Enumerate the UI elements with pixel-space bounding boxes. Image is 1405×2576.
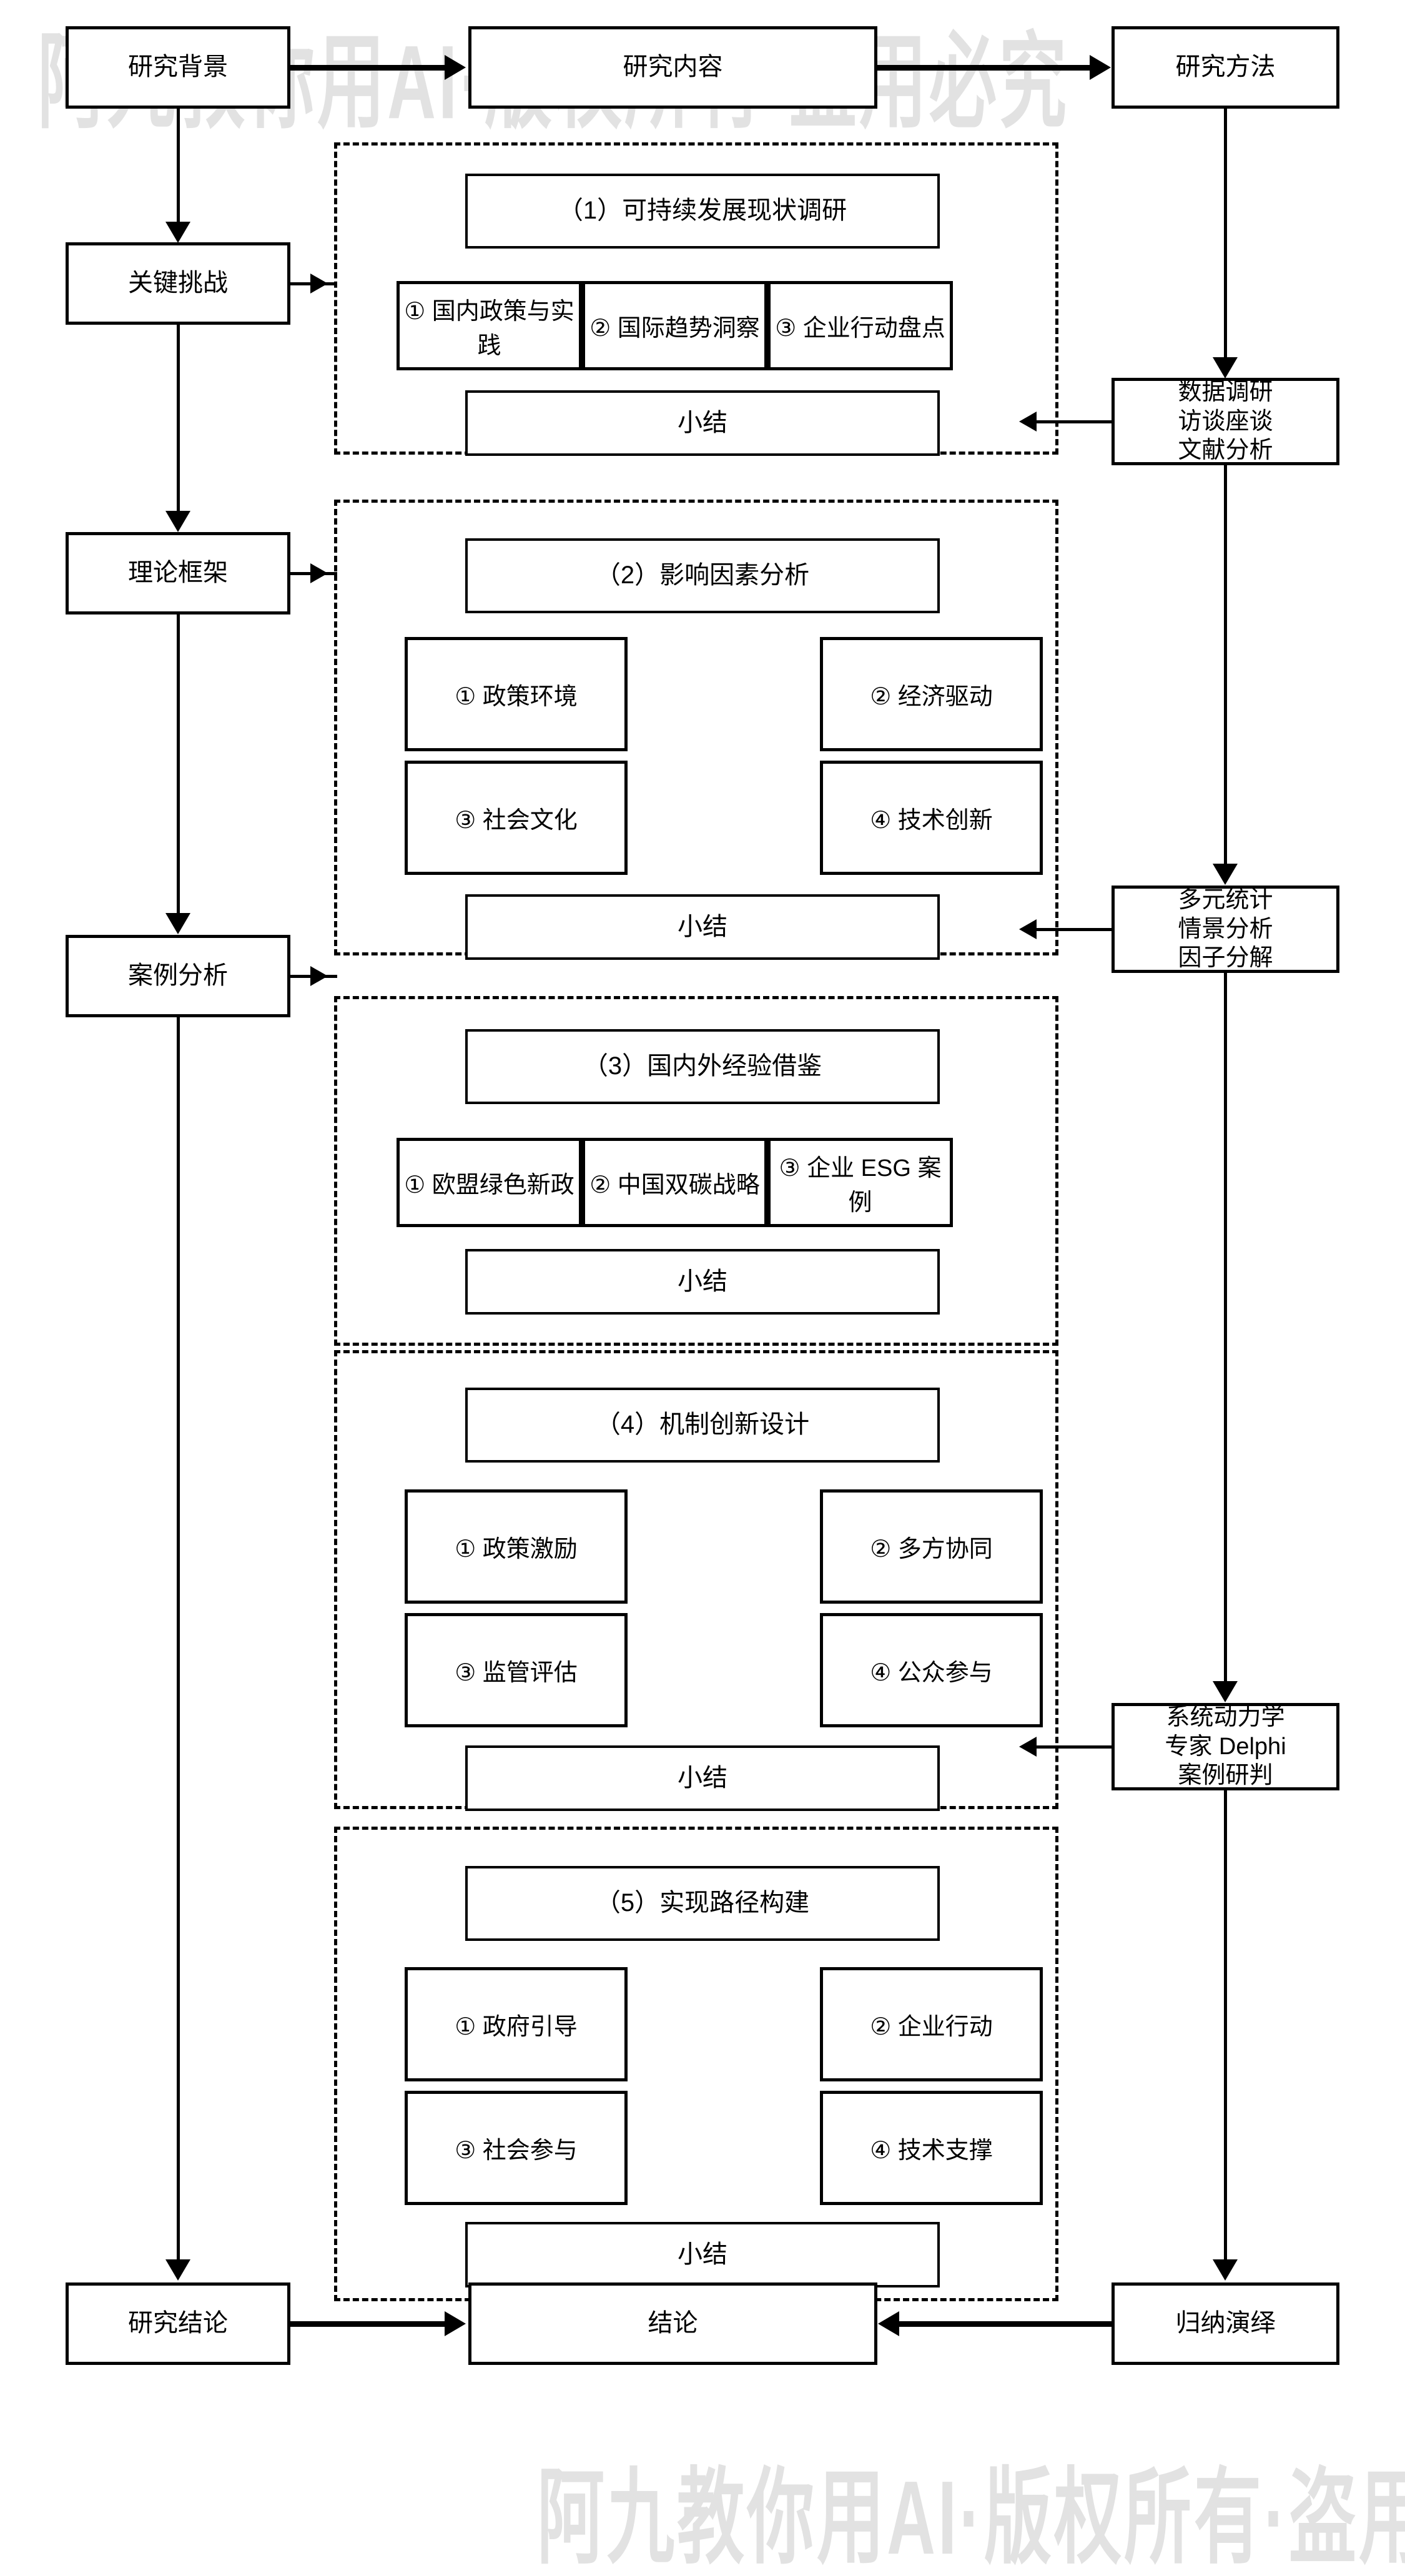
section4-item-3[interactable]: ③ 监管评估 xyxy=(405,1613,628,1727)
arrow-method-to-m1 xyxy=(1213,357,1238,378)
node-key-challenge[interactable]: 关键挑战 xyxy=(66,242,290,325)
section3-title-box[interactable]: （3）国内外经验借鉴 xyxy=(465,1029,940,1104)
arrow-m1-to-section1 xyxy=(1019,412,1037,432)
arrow-case-to-conclusion xyxy=(165,2259,190,2281)
node-induction-deduction[interactable]: 归纳演绎 xyxy=(1112,2282,1339,2365)
section5-item-3[interactable]: ③ 社会参与 xyxy=(405,2091,628,2205)
connector-rconclusion-to-conclusion xyxy=(290,2321,446,2327)
connector-m3-to-section4 xyxy=(1037,1745,1115,1749)
node-conclusion[interactable]: 结论 xyxy=(468,2282,877,2365)
node-research-background[interactable]: 研究背景 xyxy=(66,26,290,109)
arrow-case-to-section3 xyxy=(310,966,328,986)
node-research-conclusion[interactable]: 研究结论 xyxy=(66,2282,290,2365)
arrow-bg-to-content xyxy=(445,55,466,80)
arrow-challenge-to-theory xyxy=(165,511,190,532)
section2-item-4[interactable]: ④ 技术创新 xyxy=(820,761,1043,875)
node-method-data-survey[interactable]: 数据调研 访谈座谈 文献分析 xyxy=(1112,378,1339,465)
section5-item-1[interactable]: ① 政府引导 xyxy=(405,1967,628,2081)
connector-theory-to-case xyxy=(177,614,180,927)
section-group-3 xyxy=(334,996,1058,1346)
connector-bg-to-content xyxy=(290,65,446,71)
section5-item-4[interactable]: ④ 技术支撑 xyxy=(820,2091,1043,2205)
watermark-bottom: 阿九教你用AI·版权所有·盗用必究 xyxy=(537,2459,1405,2576)
section3-summary-box[interactable]: 小结 xyxy=(465,1249,940,1315)
section4-item-1[interactable]: ① 政策激励 xyxy=(405,1489,628,1604)
arrow-induction-to-conclusion xyxy=(878,2311,899,2336)
arrow-theory-to-case xyxy=(165,913,190,934)
section4-title-box[interactable]: （4）机制创新设计 xyxy=(465,1388,940,1463)
section4-item-2[interactable]: ② 多方协同 xyxy=(820,1489,1043,1604)
connector-m2-to-section2 xyxy=(1037,928,1115,931)
section1-item-1[interactable]: ① 国内政策与实践 xyxy=(397,281,582,370)
section3-item-1[interactable]: ① 欧盟绿色新政 xyxy=(397,1138,582,1227)
arrow-challenge-to-section1 xyxy=(310,274,328,294)
section3-item-2[interactable]: ② 中国双碳战略 xyxy=(582,1138,767,1227)
section3-item-3[interactable]: ③ 企业 ESG 案例 xyxy=(767,1138,953,1227)
section4-summary-box[interactable]: 小结 xyxy=(465,1745,940,1811)
node-method-multivariate[interactable]: 多元统计 情景分析 因子分解 xyxy=(1112,886,1339,973)
connector-method-to-m1 xyxy=(1224,109,1227,371)
connector-bg-to-challenge xyxy=(177,109,180,234)
connector-m2-to-m3 xyxy=(1224,973,1227,1694)
connector-case-to-conclusion xyxy=(177,1017,180,2273)
connector-content-to-method xyxy=(877,65,1090,71)
arrow-theory-to-section2 xyxy=(310,563,328,583)
arrow-bg-to-challenge xyxy=(165,222,190,243)
arrow-content-to-method xyxy=(1090,55,1111,80)
connector-challenge-to-theory xyxy=(177,325,180,525)
connector-m3-to-induction xyxy=(1224,1790,1227,2271)
section2-item-2[interactable]: ② 经济驱动 xyxy=(820,637,1043,751)
node-method-system-dynamics[interactable]: 系统动力学 专家 Delphi 案例研判 xyxy=(1112,1703,1339,1790)
section5-summary-box[interactable]: 小结 xyxy=(465,2222,940,2287)
section4-item-4[interactable]: ④ 公众参与 xyxy=(820,1613,1043,1727)
section1-title-box[interactable]: （1）可持续发展现状调研 xyxy=(465,174,940,249)
section5-item-2[interactable]: ② 企业行动 xyxy=(820,1967,1043,2081)
node-theory-framework[interactable]: 理论框架 xyxy=(66,532,290,614)
arrow-rconclusion-to-conclusion xyxy=(445,2311,466,2336)
arrow-m3-to-section4 xyxy=(1019,1737,1037,1757)
connector-induction-to-conclusion xyxy=(899,2321,1112,2327)
arrow-m1-to-m2 xyxy=(1213,864,1238,885)
node-research-content[interactable]: 研究内容 xyxy=(468,26,877,109)
node-research-method[interactable]: 研究方法 xyxy=(1112,26,1339,109)
section2-summary-box[interactable]: 小结 xyxy=(465,894,940,960)
section5-title-box[interactable]: （5）实现路径构建 xyxy=(465,1866,940,1941)
section1-item-2[interactable]: ② 国际趋势洞察 xyxy=(582,281,767,370)
section1-item-3[interactable]: ③ 企业行动盘点 xyxy=(767,281,953,370)
connector-m1-to-m2 xyxy=(1224,465,1227,877)
arrow-m3-to-induction xyxy=(1213,2259,1238,2281)
node-case-analysis[interactable]: 案例分析 xyxy=(66,935,290,1017)
section2-title-box[interactable]: （2）影响因素分析 xyxy=(465,538,940,613)
section1-summary-box[interactable]: 小结 xyxy=(465,390,940,456)
connector-m1-to-section1 xyxy=(1037,420,1115,423)
arrow-m2-to-m3 xyxy=(1213,1681,1238,1702)
section2-item-3[interactable]: ③ 社会文化 xyxy=(405,761,628,875)
arrow-m2-to-section2 xyxy=(1019,919,1037,939)
section2-item-1[interactable]: ① 政策环境 xyxy=(405,637,628,751)
